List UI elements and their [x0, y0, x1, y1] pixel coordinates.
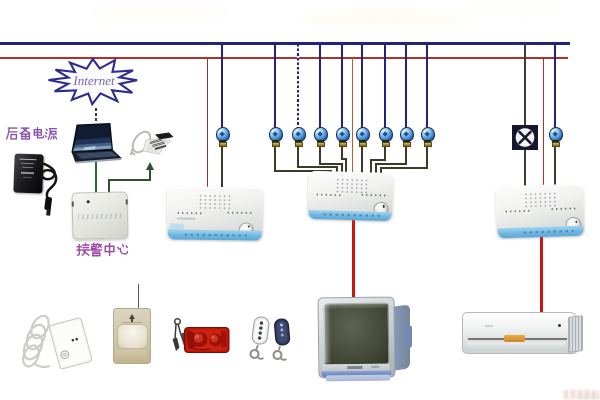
svg-text:Internet: Internet: [72, 73, 115, 88]
